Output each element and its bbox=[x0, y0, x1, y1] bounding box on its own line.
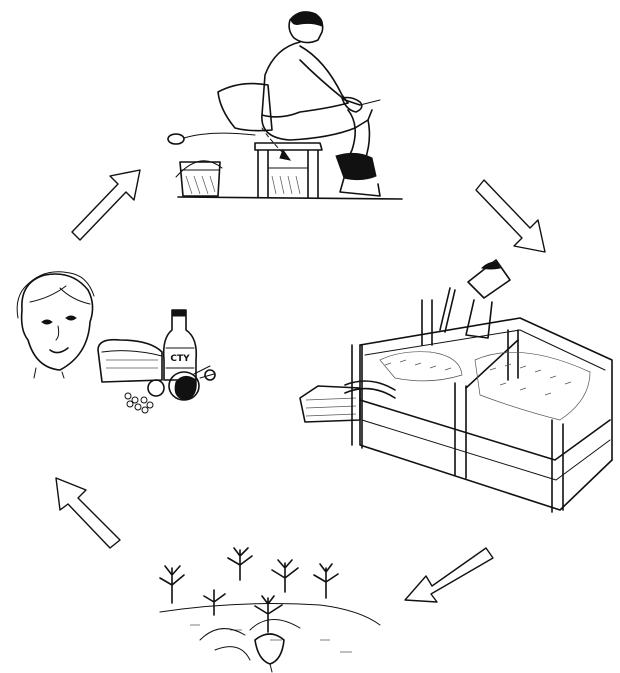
food-and-person-icon: CTY bbox=[16, 271, 216, 414]
bottle-label: CTY bbox=[170, 354, 190, 364]
arrow-down-right-icon bbox=[475, 179, 546, 253]
arrow-down-left-icon bbox=[404, 547, 494, 603]
cycle-arrows bbox=[55, 169, 546, 603]
arrow-up-right-icon bbox=[71, 169, 141, 241]
garden-icon bbox=[159, 547, 381, 673]
toilet-icon bbox=[167, 11, 403, 200]
compost-bin-icon bbox=[299, 259, 613, 513]
arrow-up-left-icon bbox=[55, 477, 121, 549]
